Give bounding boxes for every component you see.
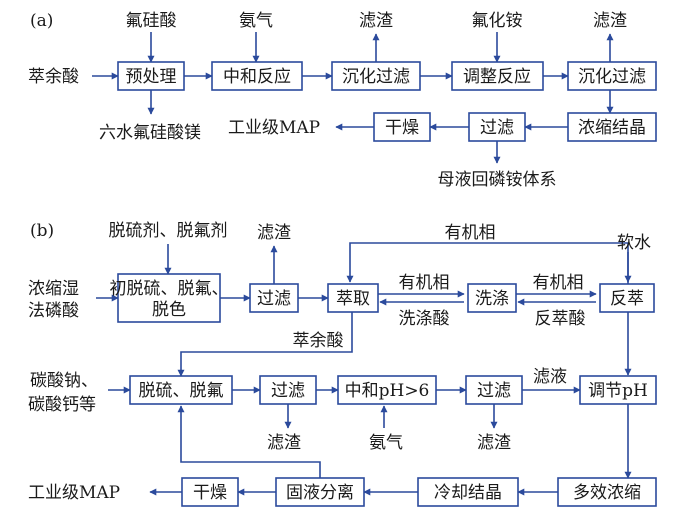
svg-text:调节pH: 调节pH — [588, 381, 648, 401]
box-a-dry: 干燥 — [373, 112, 431, 142]
initial-treatment-line1: 初脱硫、脱氟、 — [110, 279, 229, 299]
label-a-residue-2: 滤渣 — [593, 11, 627, 31]
label-b-carbonate-line1: 碳酸钠、 — [30, 371, 98, 391]
svg-text:干燥: 干燥 — [193, 483, 227, 503]
box-a-adjust-reaction: 调整反应 — [451, 61, 544, 91]
svg-text:过滤: 过滤 — [271, 381, 305, 401]
svg-text:固液分离: 固液分离 — [286, 483, 354, 503]
label-a-mother-liquor: 母液回磷铵体系 — [438, 170, 557, 190]
label-b-residue-top: 滤渣 — [257, 223, 291, 243]
part-b-tag: (b) — [30, 221, 54, 241]
svg-text:中和反应: 中和反应 — [223, 67, 291, 87]
svg-text:冷却结晶: 冷却结晶 — [434, 483, 502, 503]
label-b-strip-acid: 反萃酸 — [535, 309, 586, 329]
label-b-soft-water: 软水 — [617, 233, 651, 253]
box-a-precip-filter-2: 沉化过滤 — [567, 61, 657, 91]
box-b-solid-liquid-separation: 固液分离 — [275, 477, 365, 507]
box-b-desulf-defluor: 脱硫、脱氟 — [129, 375, 233, 405]
box-b-filter-1: 过滤 — [249, 283, 299, 313]
label-b-acid-line2: 法磷酸 — [28, 301, 79, 321]
svg-text:过滤: 过滤 — [477, 381, 511, 401]
part-b-edges — [96, 242, 632, 496]
part-a-tag: (a) — [30, 11, 53, 31]
svg-text:沉化过滤: 沉化过滤 — [578, 67, 646, 87]
box-b-washing: 洗涤 — [467, 283, 517, 313]
label-a-product-map: 工业级MAP — [228, 118, 320, 138]
box-b-dry: 干燥 — [181, 477, 239, 507]
box-a-concentrate-crystallize: 浓缩结晶 — [567, 112, 657, 142]
box-a-neutralization: 中和反应 — [211, 61, 303, 91]
svg-text:中和pH>6: 中和pH>6 — [345, 381, 430, 401]
svg-text:反萃: 反萃 — [610, 289, 644, 309]
svg-text:脱硫、脱氟: 脱硫、脱氟 — [139, 381, 224, 401]
label-b-organic-mid-1: 有机相 — [399, 273, 450, 293]
box-b-filter-2: 过滤 — [259, 375, 317, 405]
box-b-stripping: 反萃 — [599, 283, 655, 313]
label-b-residue-3: 滤渣 — [477, 433, 511, 453]
box-b-filter-3: 过滤 — [465, 375, 523, 405]
box-a-filter: 过滤 — [468, 112, 526, 142]
label-b-organic-top: 有机相 — [445, 223, 496, 243]
label-a-raffinate-acid: 萃余酸 — [28, 67, 79, 87]
box-b-cool-crystallize: 冷却结晶 — [417, 477, 519, 507]
label-b-organic-mid-2: 有机相 — [533, 273, 584, 293]
label-b-agents: 脱硫剂、脱氟剂 — [109, 221, 228, 241]
box-b-adjust-ph: 调节pH — [579, 375, 657, 405]
label-a-residue-1: 滤渣 — [359, 11, 393, 31]
label-b-wash-acid: 洗涤酸 — [399, 309, 450, 329]
label-b-ammonia: 氨气 — [369, 433, 403, 453]
edge-mother-liquor-recycle — [177, 405, 321, 478]
svg-text:萃取: 萃取 — [336, 289, 370, 309]
box-b-neutralize-ph: 中和pH>6 — [337, 375, 437, 405]
svg-text:洗涤: 洗涤 — [475, 289, 509, 309]
label-a-fluorosilicic-acid: 氟硅酸 — [126, 11, 177, 31]
box-a-precip-filter-1: 沉化过滤 — [331, 61, 421, 91]
box-b-extraction: 萃取 — [327, 283, 379, 313]
label-b-filtrate: 滤液 — [533, 367, 567, 387]
box-a-pretreat: 预处理 — [117, 61, 185, 91]
box-b-initial-treatment: 初脱硫、脱氟、 脱色 — [110, 273, 229, 323]
svg-text:多效浓缩: 多效浓缩 — [573, 483, 641, 503]
svg-text:预处理: 预处理 — [126, 67, 177, 87]
label-a-ammonia: 氨气 — [239, 11, 273, 31]
box-b-multi-effect-concentration: 多效浓缩 — [557, 477, 657, 507]
initial-treatment-line2: 脱色 — [152, 300, 186, 320]
svg-text:浓缩结晶: 浓缩结晶 — [578, 118, 646, 138]
label-a-mg-fluorosilicate: 六水氟硅酸镁 — [99, 123, 201, 143]
label-b-carbonate-line2: 碳酸钙等 — [28, 395, 96, 415]
edge-organic-recycle-top — [346, 242, 629, 284]
label-a-ammonium-fluoride: 氟化铵 — [472, 11, 523, 31]
label-b-acid-line1: 浓缩湿 — [28, 279, 79, 299]
svg-text:沉化过滤: 沉化过滤 — [342, 67, 410, 87]
edge-raffinate-to-desulf — [177, 312, 353, 377]
label-b-product-map: 工业级MAP — [28, 483, 120, 503]
svg-text:过滤: 过滤 — [480, 118, 514, 138]
svg-text:过滤: 过滤 — [257, 289, 291, 309]
label-b-residue-2: 滤渣 — [267, 433, 301, 453]
svg-text:干燥: 干燥 — [385, 118, 419, 138]
svg-text:调整反应: 调整反应 — [463, 67, 531, 87]
label-b-raffinate: 萃余酸 — [293, 331, 344, 351]
part-a-edges — [92, 32, 614, 164]
